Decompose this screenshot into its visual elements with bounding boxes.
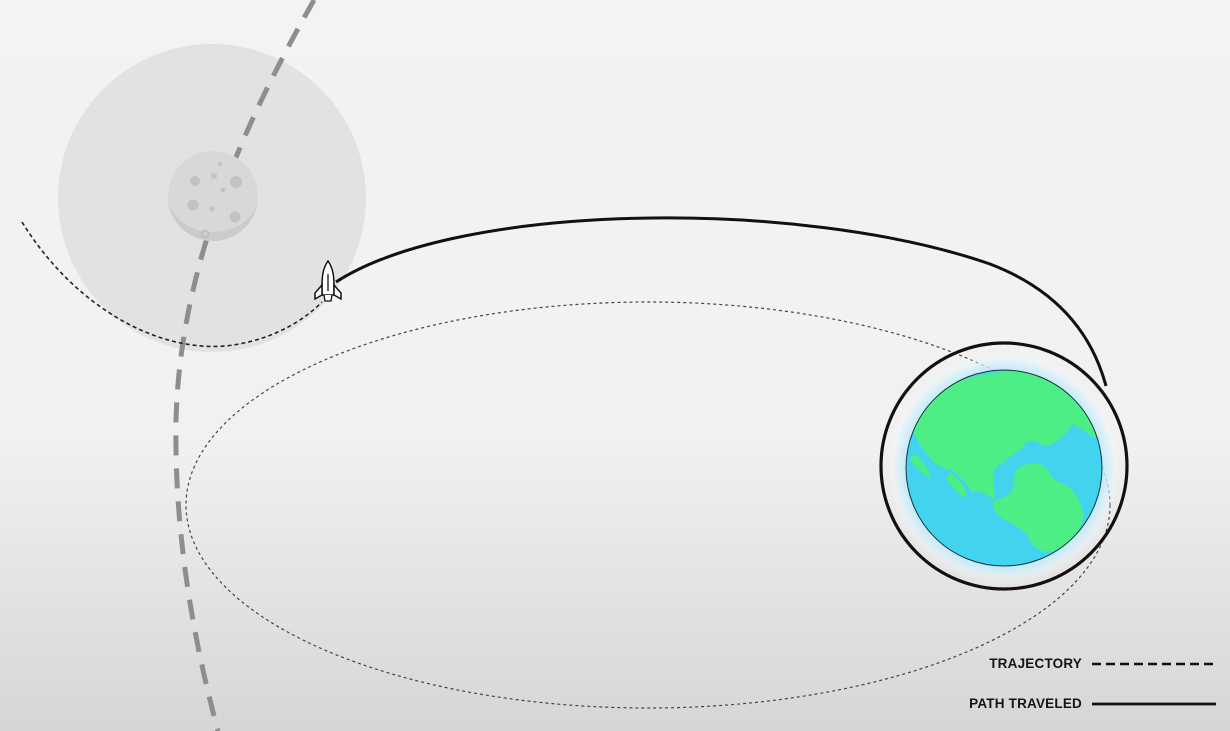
moon-orbit-line [173,0,317,731]
earth-orbit-ring [879,341,1129,591]
path-traveled-line [335,216,1108,387]
legend-path-traveled: PATH TRAVELED [969,696,1216,711]
legend-trajectory: TRAJECTORY [989,656,1216,671]
legend-solid-line [1092,702,1216,705]
legend-trajectory-label: TRAJECTORY [989,656,1082,671]
trajectory-moon-approach [21,221,323,348]
rocket-icon [314,259,342,302]
legend-path-traveled-label: PATH TRAVELED [969,696,1082,711]
legend-dashed-line [1092,662,1216,665]
moon-icon [168,151,258,241]
moon-marker [200,229,210,239]
earth-icon [905,369,1103,567]
